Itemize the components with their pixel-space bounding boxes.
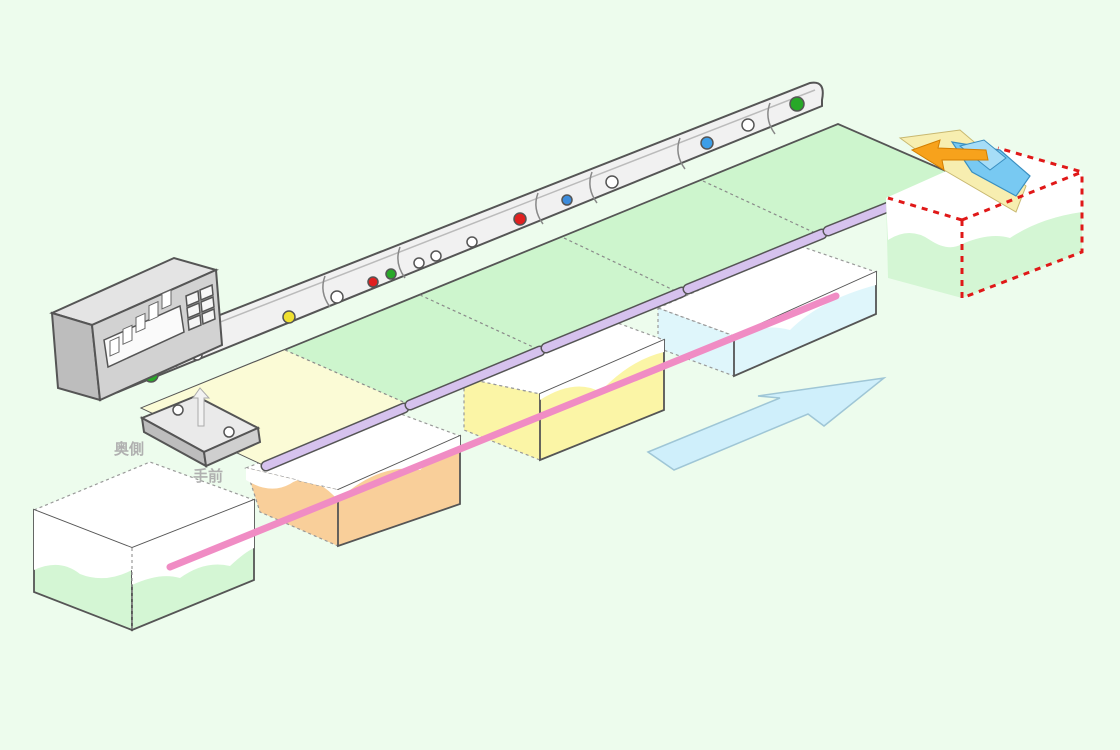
lamp-yellow (282, 310, 296, 324)
up-arrow-icon (192, 387, 211, 427)
belt-seams (284, 180, 827, 405)
target-box (886, 129, 1087, 301)
sensor-block (139, 387, 262, 468)
lamp-red-2 (513, 212, 527, 226)
conveyor (139, 123, 965, 472)
flow-direction-arrow-icon (646, 376, 887, 471)
lamp-empty-4 (430, 250, 442, 262)
rail-top-edge (109, 89, 816, 366)
box-green (32, 461, 256, 632)
lamp-empty-6 (605, 175, 619, 189)
front-side-label: 手前 (193, 467, 223, 485)
control-panel (49, 256, 224, 402)
lamp-empty-7 (741, 118, 755, 132)
lamp-blue-2 (700, 136, 714, 150)
lamp-empty-3 (413, 257, 425, 269)
box-yellow (462, 317, 666, 462)
target-frame (887, 146, 1087, 301)
lamp-blue-1 (561, 194, 573, 206)
back-side-label: 奥側 (114, 440, 144, 458)
lamp-green-3 (789, 96, 805, 112)
push-arrow-icon (910, 139, 989, 172)
panel-keypad (185, 283, 216, 332)
lamp-red-1 (367, 276, 379, 288)
lamp-empty-5 (466, 236, 478, 248)
lamp-green-2 (385, 268, 397, 280)
guide-line (166, 292, 840, 571)
panel-display (103, 289, 185, 369)
lamp-empty-2 (330, 290, 344, 304)
